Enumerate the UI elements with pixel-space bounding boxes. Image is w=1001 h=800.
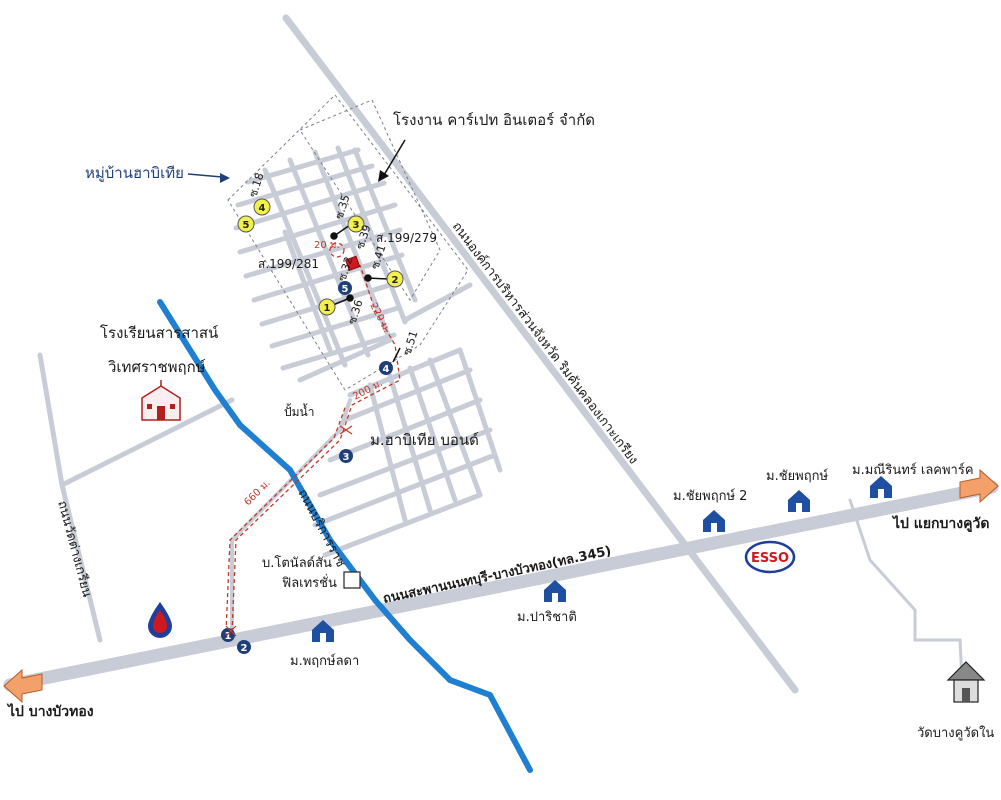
svg-text:1: 1: [225, 631, 232, 642]
blue-marker-3: 3: [339, 449, 353, 463]
chaiyapruek2-label: ม.ชัยพฤกษ์ 2: [673, 488, 747, 504]
habitia-arrow: [187, 173, 223, 178]
factory-label: โรงงาน คาร์เปท อินเตอร์ จำกัด: [393, 111, 595, 129]
wat-road: [37, 352, 103, 643]
manirin-label: ม.มณีรินทร์ เลคพาร์ค: [852, 462, 974, 478]
svg-text:3: 3: [343, 452, 350, 463]
crossing-marks: [225, 425, 353, 637]
location-marker: [344, 255, 361, 271]
canal: [157, 299, 533, 773]
svg-text:2: 2: [392, 275, 399, 286]
parichat-label: ม.ปาริชาติ: [517, 610, 577, 625]
svg-text:ESSO: ESSO: [751, 551, 789, 566]
factory-arrow-head: [378, 170, 389, 182]
temple-road: [848, 498, 964, 682]
yellow-marker-3: 3: [347, 215, 365, 233]
svg-text:2: 2: [241, 643, 248, 654]
svg-text:5: 5: [243, 220, 250, 231]
boundaries: [227, 94, 469, 391]
to-bangkuwat-label: ไป แยกบางคูวัด: [891, 514, 989, 532]
yellow-marker-1: 1: [318, 298, 336, 316]
svg-text:1: 1: [324, 303, 331, 314]
habitia-arrow-head: [220, 173, 230, 183]
right-direction-arrow: [959, 468, 999, 504]
soi-18-label: ซ.18: [246, 171, 266, 199]
provincial-road-label: ถนนองค์การบริหารส่วนจังหวัด ริมคันคลองเก…: [449, 219, 642, 467]
factory-boundary: [299, 99, 441, 301]
distance-20m: 20 ม.: [314, 240, 340, 251]
temple-icon: [946, 661, 986, 703]
blue-marker-1: 1: [221, 628, 235, 642]
wat-road-label: ถนนวัดต่างเกรียน: [54, 499, 95, 599]
esso-logo: ESSO: [744, 540, 796, 574]
blue-marker-2: 2: [237, 640, 251, 654]
route: [225, 242, 401, 633]
to-bangbuathong-label: ไป บางบัวทอง: [6, 702, 94, 720]
yellow-marker-2: 2: [386, 270, 404, 288]
factory-arrow: [383, 139, 406, 176]
plot-279-label: ส.199/279: [376, 231, 437, 245]
blue-marker-4: 4: [379, 361, 393, 375]
yellow-marker-5: 5: [237, 215, 255, 233]
blue-marker-5: 5: [338, 281, 352, 295]
svg-text:5: 5: [342, 284, 349, 295]
company-label-line2: ฟิลเทรชั่น: [282, 574, 337, 591]
house-icon: [312, 476, 892, 642]
pruklada-label: ม.พฤกษ์ลดา: [290, 653, 359, 669]
school-label-line2: วิเทศราชพฤกษ์: [107, 358, 205, 376]
provincial-road: [282, 14, 799, 694]
plot-281-label: ส.199/281: [258, 257, 319, 271]
soi-51-label: ซ.51: [400, 329, 420, 357]
school-icon: [141, 380, 181, 421]
school-road: [59, 397, 235, 488]
distance-200m: 200 ม.: [351, 378, 384, 403]
chaiyapruek-label: ม.ชัยพฤกษ์: [766, 468, 828, 484]
temple-label: วัดบางคูวัดใน: [917, 725, 994, 741]
habitia-boundary: [227, 94, 469, 391]
school-label-line1: โรงเรียนสารสาสน์: [100, 324, 218, 342]
left-direction-arrow: [3, 668, 43, 704]
svg-text:4: 4: [259, 203, 266, 214]
main-highway: [3, 480, 999, 692]
company-building: [343, 571, 361, 589]
yellow-marker-4: 4: [253, 198, 271, 216]
water-pump-label: ปั้มน้ำ: [284, 403, 314, 419]
habitia-bond-streets: [312, 282, 503, 558]
habitia-village-label: หมู่บ้านฮาบิเทีย: [85, 164, 184, 182]
company-label-line1: บ.โตนัลด์สัน: [262, 555, 332, 571]
gas-station-icon: [148, 602, 172, 638]
habitia-bond-label: ม.ฮาบิเทีย บอนด์: [370, 431, 479, 449]
svg-text:3: 3: [353, 220, 360, 231]
svg-text:4: 4: [383, 364, 390, 375]
